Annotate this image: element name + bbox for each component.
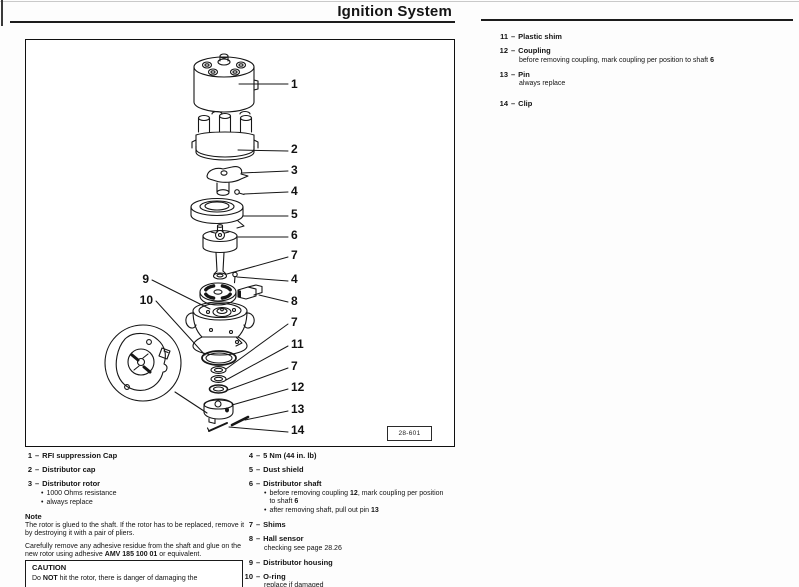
dash: –: [35, 479, 40, 488]
part-10-o-ring: [201, 350, 237, 366]
part-8-hall-sensor: [199, 282, 263, 306]
part-5-dust-shield: [190, 197, 245, 229]
legend-item-9: 9–Distributor housing: [248, 557, 333, 567]
adhesive-part-number: AMV 185 100 01: [104, 551, 158, 558]
item-name: Distributor rotor: [42, 479, 101, 488]
part-12-coupling: [203, 398, 234, 425]
dash: –: [35, 451, 40, 460]
callout-4-lower: 4: [291, 272, 298, 286]
exploded-diagram: 1 2 3 4 5 6 7 4 8 9 10 7 11 7 12 13 14: [104, 53, 305, 437]
item-sub-note: before removing coupling, mark coupling …: [519, 56, 714, 64]
callout-11: 11: [291, 337, 304, 351]
part-3-distributor-rotor: [206, 166, 249, 196]
item-number: 1: [27, 451, 32, 460]
callout-7-upper: 7: [291, 248, 298, 262]
callout-10: 10: [140, 293, 154, 307]
part-2-distributor-cap: [191, 110, 259, 161]
note-heading: Note: [25, 512, 42, 521]
callout-9: 9: [142, 272, 149, 286]
header-rule-left: [10, 21, 455, 23]
part-7-washer: [212, 272, 228, 280]
legend-item-8: 8–Hall sensor checking see page 28.26: [243, 535, 473, 553]
part-14-clip: [206, 422, 228, 432]
callout-8: 8: [291, 294, 298, 308]
legend-item-3: 3–Distributor rotor •1000 Ohms resistanc…: [25, 480, 257, 507]
callout-12: 12: [291, 380, 305, 394]
item-bullet: •before removing coupling 12, mark coupl…: [264, 489, 444, 505]
callout-7-lower: 7: [291, 359, 298, 373]
callout-7-mid: 7: [291, 315, 298, 329]
part-4-screw-upper: [234, 189, 245, 196]
legend-item-11: 11–Plastic shim: [500, 32, 562, 41]
adhesive-paragraph: Carefully remove any adhesive residue fr…: [25, 543, 241, 558]
part-1-rfi-suppression-cap: [193, 53, 259, 113]
callout-3: 3: [291, 163, 298, 177]
bullet-dot: •: [41, 489, 44, 497]
item-name: Distributor cap: [42, 465, 96, 474]
legend-item-7: 7–Shims: [248, 520, 286, 529]
legend-item-12: 12–Coupling before removing coupling, ma…: [497, 47, 797, 65]
legend-item-13: 13–Pin always replace: [497, 70, 797, 89]
part-6-distributor-shaft: [202, 224, 238, 275]
item-sub-note: replace if damaged: [264, 582, 324, 587]
scan-artifact-left-tick: [1, 0, 3, 26]
caution-box: CAUTION Do NOT hit the rotor, there is d…: [25, 560, 243, 587]
item-number: 2: [27, 465, 32, 474]
bullet-dot: •: [41, 499, 44, 506]
legend-column-left: 1–RFI suppression Cap 2–Distributor cap …: [25, 452, 257, 564]
callout-1: 1: [291, 77, 298, 91]
header-rule-right: [481, 19, 793, 21]
legend-item-4: 4–5 Nm (44 in. lb): [248, 451, 317, 460]
callout-4-upper: 4: [291, 184, 298, 198]
part-4-screw-lower: [232, 271, 238, 284]
part-7-shim-upper: [210, 366, 227, 374]
figure-box: 1 2 3 4 5 6 7 4 8 9 10 7 11 7 12 13 14 2…: [25, 39, 455, 447]
callout-6: 6: [291, 228, 298, 242]
item-bullet: •always replace: [41, 499, 93, 506]
part-7-shim-lower: [208, 384, 229, 394]
legend-column-right: 11–Plastic shim 12–Coupling before remov…: [497, 33, 797, 114]
part-13-pin: [230, 415, 250, 427]
note-body: The rotor is glued to the shaft. If the …: [25, 522, 245, 537]
figure-number-label: 28-601: [387, 426, 432, 441]
caution-heading: CAUTION: [32, 563, 67, 572]
item-bullet: •after removing shaft, pull out pin 13: [264, 507, 379, 514]
item-number: 3: [27, 479, 32, 488]
item-name: RFI suppression Cap: [42, 451, 118, 460]
part-11-plastic-shim: [210, 375, 227, 383]
legend-item-10: 10–O-ring replace if damaged: [243, 572, 473, 587]
leader-lines: [151, 83, 289, 433]
legend-item-1: 1–RFI suppression Cap: [25, 452, 257, 460]
dash: –: [35, 465, 40, 474]
legend-item-14: 14–Clip: [499, 99, 533, 108]
item-bullet: •1000 Ohms resistance: [41, 489, 117, 497]
legend-item-2: 2–Distributor cap: [25, 466, 257, 474]
item-sub-note: always replace: [519, 80, 566, 87]
legend-item-6: 6–Distributor shaft •before removing cou…: [243, 480, 473, 515]
callout-5: 5: [291, 207, 298, 221]
item-sub-note: checking see page 28.26: [264, 544, 342, 552]
legend-column-middle: 4–5 Nm (44 in. lb) 5–Dust shield 6–Distr…: [243, 452, 473, 587]
callout-2: 2: [291, 142, 298, 156]
part-9-distributor-housing: [185, 301, 255, 356]
caution-body: Do NOT hit the rotor, there is danger of…: [32, 575, 198, 582]
scan-artifact-top-line: [0, 1, 799, 2]
flange-detail-bubble: [104, 324, 208, 414]
callout-13: 13: [291, 402, 305, 416]
page-title: Ignition System: [337, 3, 452, 20]
callout-14: 14: [291, 423, 305, 437]
legend-item-5: 5–Dust shield: [248, 465, 304, 474]
